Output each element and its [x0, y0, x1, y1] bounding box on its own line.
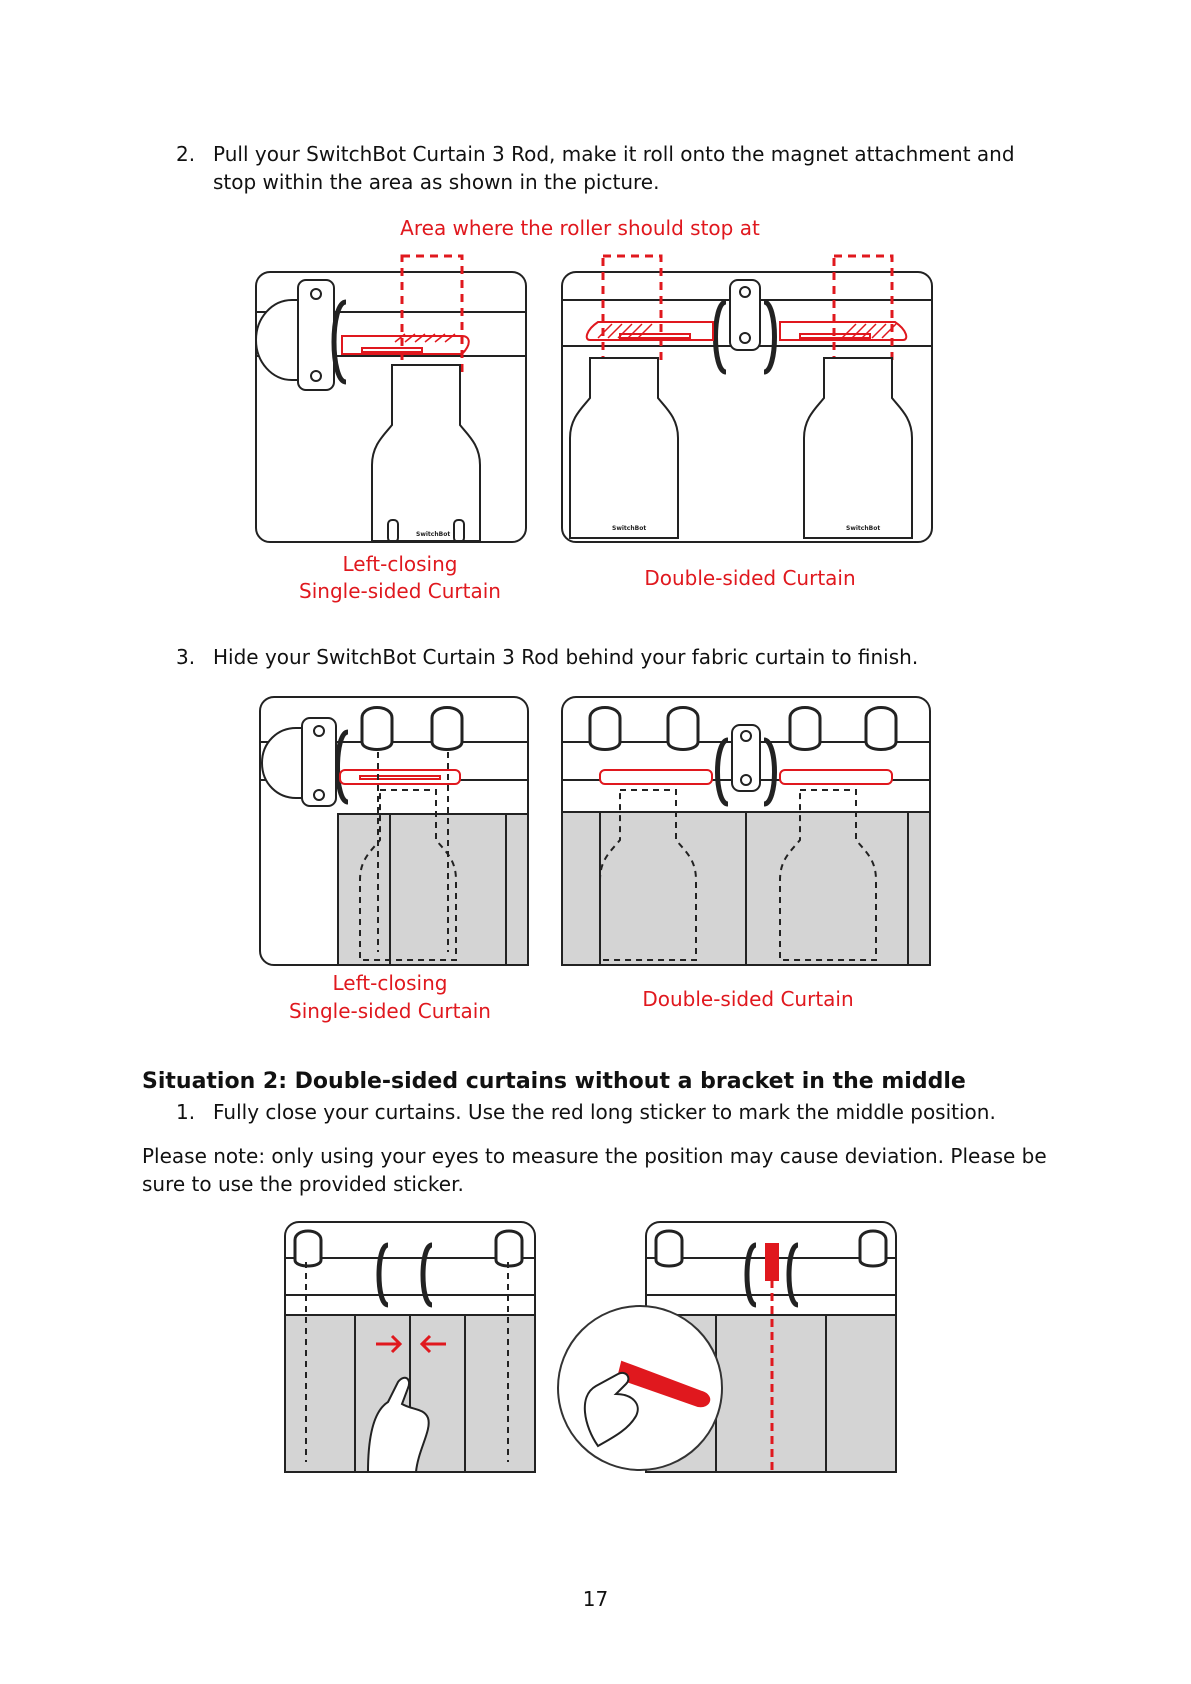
step-number: 1.: [176, 1100, 196, 1124]
step-text: Hide your SwitchBot Curtain 3 Rod behind…: [213, 645, 919, 669]
left-closing-label-1: Left-closing: [342, 552, 458, 576]
sticker-mark-illustration: [557, 1221, 897, 1473]
left-closing-label-2: Left-closing: [332, 971, 448, 995]
note-text: Please note: only using your eyes to mea…: [142, 1144, 1047, 1196]
device-brand-text: SwitchBot: [416, 531, 450, 538]
double-sided-label-1: Double-sided Curtain: [644, 566, 856, 590]
single-sided-hidden-illustration: [259, 696, 529, 966]
double-sided-roller-illustration: SwitchBot SwitchBot: [561, 254, 933, 543]
section-heading: Situation 2: Double-sided curtains witho…: [142, 1069, 966, 1094]
single-sided-label-1: Single-sided Curtain: [299, 579, 501, 603]
close-curtains-illustration: [284, 1221, 536, 1473]
single-sided-label-2: Single-sided Curtain: [289, 999, 491, 1023]
double-sided-label-2: Double-sided Curtain: [642, 987, 854, 1011]
device-brand-text: SwitchBot: [612, 525, 646, 532]
step-text: Pull your SwitchBot Curtain 3 Rod, make …: [213, 142, 1015, 194]
step-number: 2.: [176, 142, 196, 166]
step-text: Fully close your curtains. Use the red l…: [213, 1100, 996, 1124]
page-number: 17: [582, 1587, 609, 1611]
double-sided-hidden-illustration: [561, 696, 931, 966]
single-sided-roller-illustration: SwitchBot: [254, 254, 527, 543]
roller-area-label: Area where the roller should stop at: [400, 216, 760, 240]
device-brand-text: SwitchBot: [846, 525, 880, 532]
step-number: 3.: [176, 645, 196, 669]
